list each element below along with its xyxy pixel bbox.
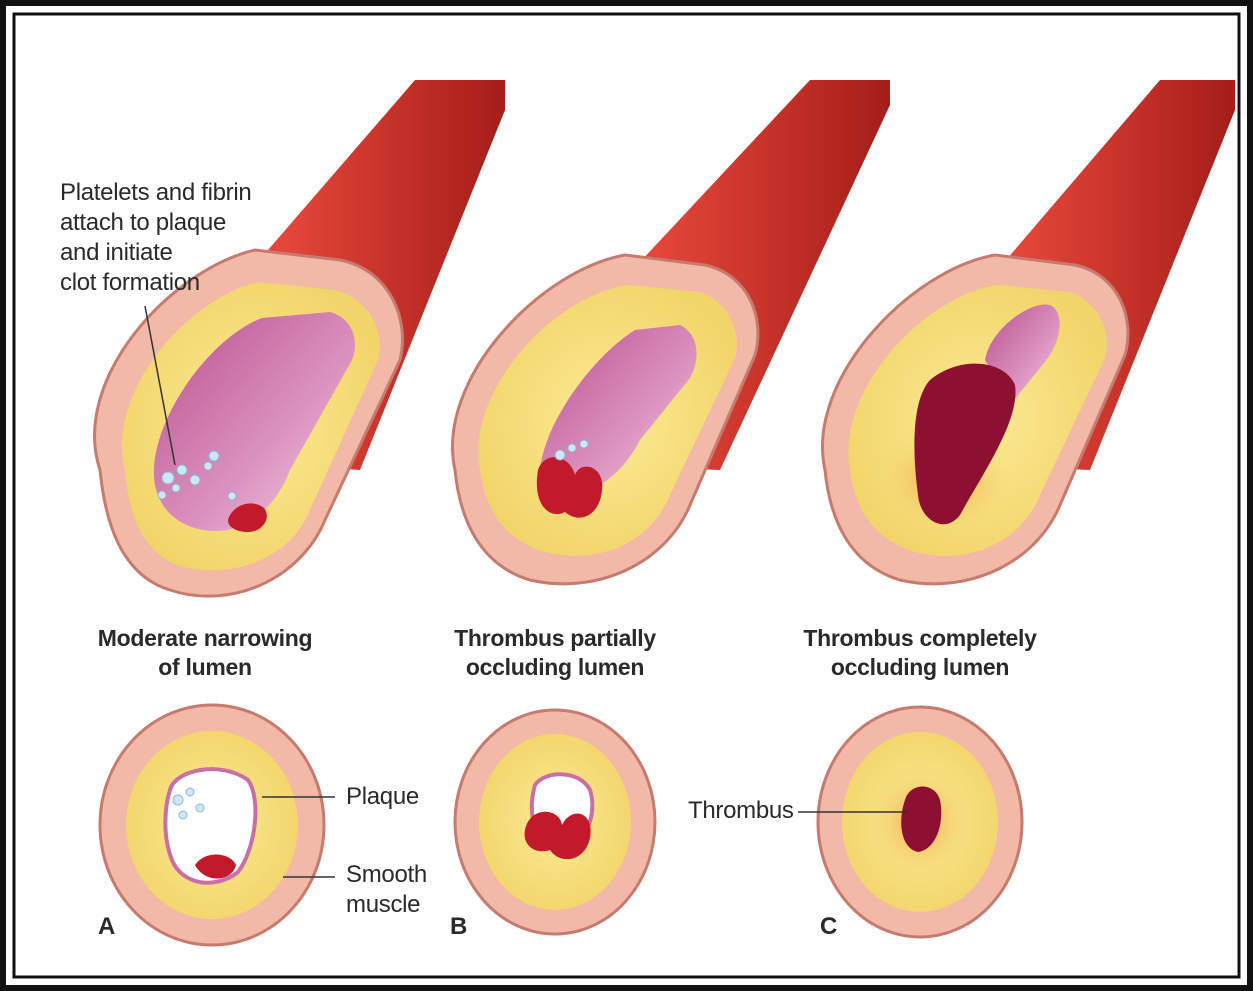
annotation-line: Platelets and fibrin — [60, 178, 251, 208]
panel-c-title-line: Thrombus completely — [790, 624, 1050, 653]
annotation-line: and initiate — [60, 238, 251, 268]
cross-section-c — [798, 707, 1022, 937]
panel-b-title: Thrombus partially occluding lumen — [430, 624, 680, 682]
panel-a-letter: A — [98, 912, 115, 942]
artery-c — [823, 80, 1235, 584]
panel-a-title-line: of lumen — [80, 653, 330, 682]
panel-c-letter: C — [820, 912, 837, 942]
panel-b-title-line: Thrombus partially — [430, 624, 680, 653]
smooth-muscle-label: Smooth muscle — [346, 860, 427, 920]
panel-b-title-line: occluding lumen — [430, 653, 680, 682]
panel-a-title-line: Moderate narrowing — [80, 624, 330, 653]
panel-c-title-line: occluding lumen — [790, 653, 1050, 682]
artery-b — [453, 80, 890, 584]
annotation-line: attach to plaque — [60, 208, 251, 238]
thrombus-label: Thrombus — [688, 796, 794, 826]
smooth-muscle-line: muscle — [346, 890, 427, 920]
panel-b-letter: B — [450, 912, 467, 942]
cross-section-b — [455, 710, 655, 934]
artery-a — [95, 80, 505, 596]
cross-section-a — [100, 705, 335, 945]
platelets-annotation: Platelets and fibrin attach to plaque an… — [60, 178, 251, 298]
panel-a-title: Moderate narrowing of lumen — [80, 624, 330, 682]
annotation-line: clot formation — [60, 268, 251, 298]
plaque-label: Plaque — [346, 782, 419, 812]
smooth-muscle-line: Smooth — [346, 860, 427, 890]
panel-c-title: Thrombus completely occluding lumen — [790, 624, 1050, 682]
